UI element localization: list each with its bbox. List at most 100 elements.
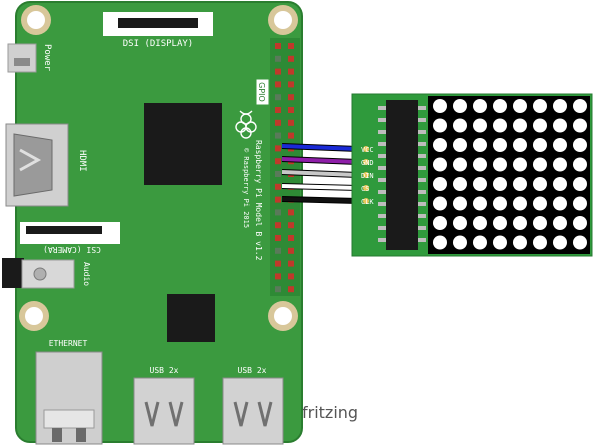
led-dot <box>453 118 467 133</box>
wire-gnd <box>281 157 359 164</box>
led-dot <box>573 138 587 152</box>
gpio-pin <box>288 68 294 75</box>
raspberry-pi-board: DSI (DISPLAY) Power GPIO Raspberry Pi Mo… <box>2 1 303 445</box>
ethernet-port <box>35 351 103 445</box>
led-dot <box>473 157 487 172</box>
led-dot <box>433 138 447 152</box>
led-dot <box>513 177 527 191</box>
copyright-text: © Raspberry Pi 2015 <box>242 148 250 228</box>
gpio-pin <box>275 196 281 203</box>
led-dot <box>553 235 567 250</box>
model-text: Raspberry Pi Model B v1.2 <box>254 140 263 261</box>
soc-chip <box>144 103 222 185</box>
wire-cs <box>281 184 359 190</box>
led-dot <box>513 138 527 152</box>
led-dot <box>493 99 507 113</box>
gpio-pin <box>288 235 294 241</box>
gpio-pin <box>288 247 294 254</box>
gpio-pin <box>275 107 281 113</box>
module-pin-label-din: DIN <box>361 172 374 180</box>
led-dot <box>573 196 587 211</box>
led-dot <box>433 196 447 211</box>
gpio-header <box>270 38 300 296</box>
module-pin <box>363 185 369 191</box>
gpio-pin <box>275 132 281 139</box>
led-dot <box>513 157 527 172</box>
chip-leg <box>378 154 386 158</box>
mounting-hole-bottom-right <box>268 301 298 331</box>
chip-leg <box>378 142 386 146</box>
chip-leg <box>378 226 386 230</box>
led-dot <box>453 157 467 172</box>
chip-leg <box>378 118 386 122</box>
led-dot <box>493 157 507 172</box>
led-dot <box>553 138 567 152</box>
gpio-pin <box>275 260 281 267</box>
gpio-pin <box>275 145 281 152</box>
led-dot <box>473 177 487 191</box>
gpio-pin <box>288 222 294 229</box>
led-dot <box>573 99 587 113</box>
raspberry-logo-icon <box>235 110 257 139</box>
chip-leg <box>378 238 386 242</box>
led-dot <box>573 157 587 172</box>
gpio-pin <box>275 43 281 49</box>
gpio-pin <box>275 247 281 254</box>
led-dot <box>513 235 527 250</box>
led-dot <box>513 216 527 230</box>
chip-leg <box>418 202 426 206</box>
gpio-pin <box>288 132 294 139</box>
chip-legs <box>378 106 426 242</box>
led-dot <box>493 118 507 133</box>
max7219-chip <box>386 100 418 250</box>
led-dot <box>473 216 487 230</box>
led-dot <box>553 177 567 191</box>
led-dot <box>493 216 507 230</box>
module-pin-label-gnd: GND <box>361 159 374 167</box>
gpio-pin <box>275 119 281 126</box>
gpio-pin <box>275 222 281 229</box>
gpio-pin <box>288 209 294 216</box>
wire-din <box>281 170 359 177</box>
chip-leg <box>418 106 426 110</box>
chip-leg <box>378 178 386 182</box>
wire-vcc <box>281 144 359 151</box>
led-dot <box>433 157 447 172</box>
power-connector <box>7 43 37 73</box>
led-dot <box>473 235 487 250</box>
chip-leg <box>378 130 386 134</box>
chip-leg <box>418 130 426 134</box>
led-dot <box>513 118 527 133</box>
module-pin-label-clk: CLK <box>361 198 374 206</box>
led-dot <box>493 196 507 211</box>
led-dot <box>573 235 587 250</box>
usb-right-label: USB 2x <box>238 366 267 375</box>
chip-leg <box>378 202 386 206</box>
chip-leg <box>418 214 426 218</box>
gpio-pin <box>288 273 294 280</box>
gpio-pin <box>275 68 281 75</box>
chip-leg <box>418 226 426 230</box>
chip-leg <box>418 154 426 158</box>
dsi-connector <box>103 12 213 36</box>
led-dot <box>533 118 547 133</box>
fritzing-watermark: fritzing <box>302 403 358 422</box>
led-dot <box>553 99 567 113</box>
led-dot <box>453 196 467 211</box>
mounting-hole-top-left <box>21 5 51 35</box>
led-dot <box>573 177 587 191</box>
gpio-pin <box>288 260 294 267</box>
audio-label: Audio <box>82 262 91 286</box>
chip-leg <box>378 214 386 218</box>
usb-left-label: USB 2x <box>150 366 179 375</box>
module-pin-label-vcc: VCC <box>361 146 374 154</box>
gpio-pin <box>288 81 294 88</box>
gpio-pin <box>275 209 281 216</box>
usb-controller-chip <box>167 294 215 342</box>
mounting-hole-bottom-left <box>19 301 49 331</box>
led-dot <box>433 235 447 250</box>
led-dot <box>553 157 567 172</box>
gpio-pin <box>275 158 281 165</box>
gpio-pin <box>275 81 281 88</box>
